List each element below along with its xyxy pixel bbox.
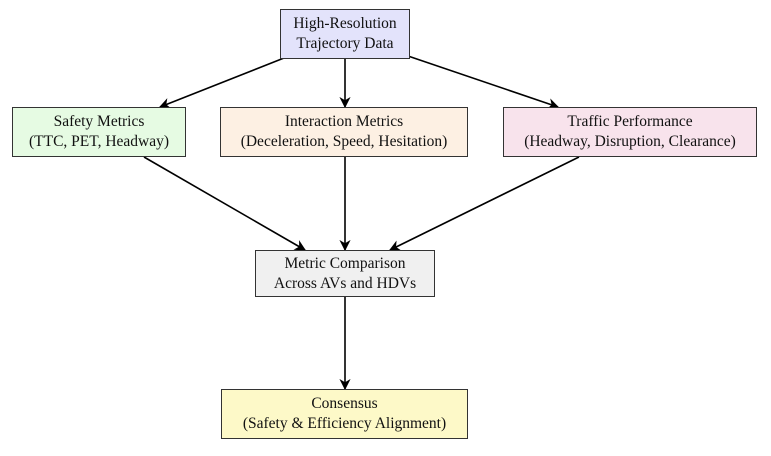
- node-safety-metrics: Safety Metrics (TTC, PET, Headway): [12, 107, 186, 157]
- node-safety-metrics-line2: (TTC, PET, Headway): [28, 133, 170, 150]
- node-interaction-metrics-line1: Interaction Metrics: [284, 113, 404, 130]
- node-metric-comparison-line1: Metric Comparison: [284, 254, 406, 272]
- node-consensus-line1: Consensus: [311, 395, 378, 412]
- node-consensus: Consensus (Safety & Efficiency Alignment…: [221, 389, 468, 439]
- node-traffic-performance-line1: Traffic Performance: [567, 113, 693, 130]
- node-traffic-performance: Traffic Performance (Headway, Disruption…: [503, 107, 757, 157]
- node-trajectory-data-line2: Trajectory Data: [296, 35, 394, 52]
- node-traffic-performance-line2: (Headway, Disruption, Clearance): [524, 133, 736, 150]
- node-trajectory-data: High-Resolution Trajectory Data: [280, 9, 410, 59]
- node-consensus-line2: (Safety & Efficiency Alignment): [242, 415, 447, 432]
- node-trajectory-data-line1: High-Resolution: [293, 15, 397, 32]
- arrow-safety-to-comparison: [143, 156, 306, 251]
- arrow-top-to-traffic: [407, 55, 560, 110]
- arrow-traffic-to-comparison: [388, 156, 580, 251]
- node-metric-comparison: Metric Comparison Across AVs and HDVs: [255, 250, 435, 297]
- arrow-top-to-safety: [158, 57, 285, 109]
- node-metric-comparison-line2: Across AVs and HDVs: [273, 274, 417, 292]
- node-interaction-metrics: Interaction Metrics (Deceleration, Speed…: [220, 107, 468, 157]
- node-interaction-metrics-line2: (Deceleration, Speed, Hesitation): [240, 133, 448, 150]
- node-safety-metrics-line1: Safety Metrics: [53, 113, 145, 130]
